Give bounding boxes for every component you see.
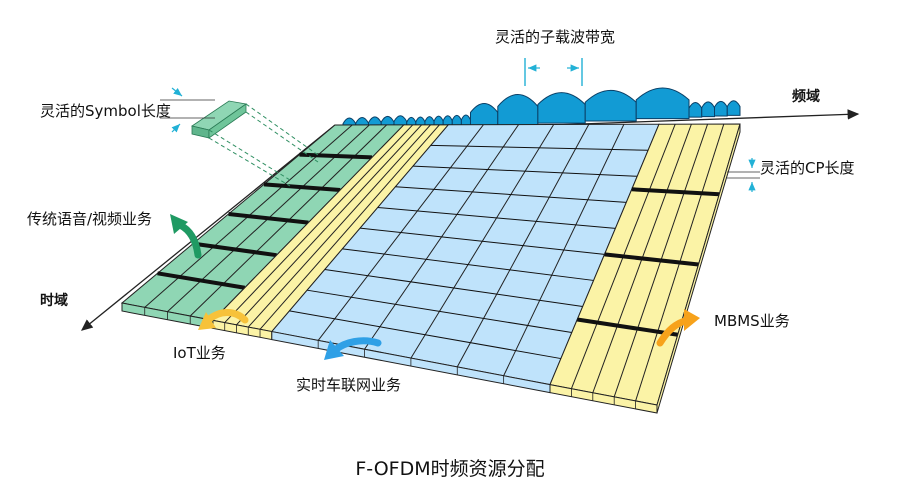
- subcarrier-bandwidth-label: 灵活的子载波带宽: [495, 28, 616, 46]
- voice-video-service-label: 传统语音/视频业务: [27, 210, 153, 228]
- symbol-length-indicator: [160, 87, 319, 187]
- frequency-axis-label: 频域: [792, 89, 820, 105]
- subcarrier-hump: [497, 94, 539, 126]
- symbol-length-label: 灵活的Symbol长度: [40, 102, 171, 120]
- cp-length-indicator: [727, 158, 760, 192]
- subcarrier-hump: [635, 87, 690, 120]
- vehicle-service-label: 实时车联网业务: [296, 376, 402, 394]
- subcarrier-hump: [714, 100, 728, 117]
- subcarrier-hump: [688, 101, 703, 118]
- mbms-arrow-icon: [656, 309, 700, 347]
- voice-video-arrow-icon: [170, 214, 202, 259]
- diagram-caption: F-OFDM时频资源分配: [355, 458, 545, 480]
- subcarrier-hump: [469, 102, 499, 128]
- time-frequency-grid: [120, 123, 741, 406]
- mbms-service-label: MBMS业务: [714, 312, 790, 330]
- subcarrier-hump: [701, 101, 716, 118]
- subcarrier-hump: [584, 89, 637, 122]
- time-axis-label: 时域: [40, 293, 68, 309]
- iot-service-label: IoT业务: [173, 344, 226, 362]
- vehicle-arrow-icon: [324, 337, 382, 360]
- subcarrier-bandwidth-indicator: [524, 58, 583, 86]
- cp-length-label: 灵活的CP长度: [760, 159, 855, 177]
- iot-arrow-icon: [198, 309, 249, 330]
- subcarrier-hump: [537, 92, 586, 124]
- time-axis: [80, 124, 336, 331]
- subcarrier-hump: [726, 100, 741, 116]
- grid-right-edge: [656, 123, 741, 414]
